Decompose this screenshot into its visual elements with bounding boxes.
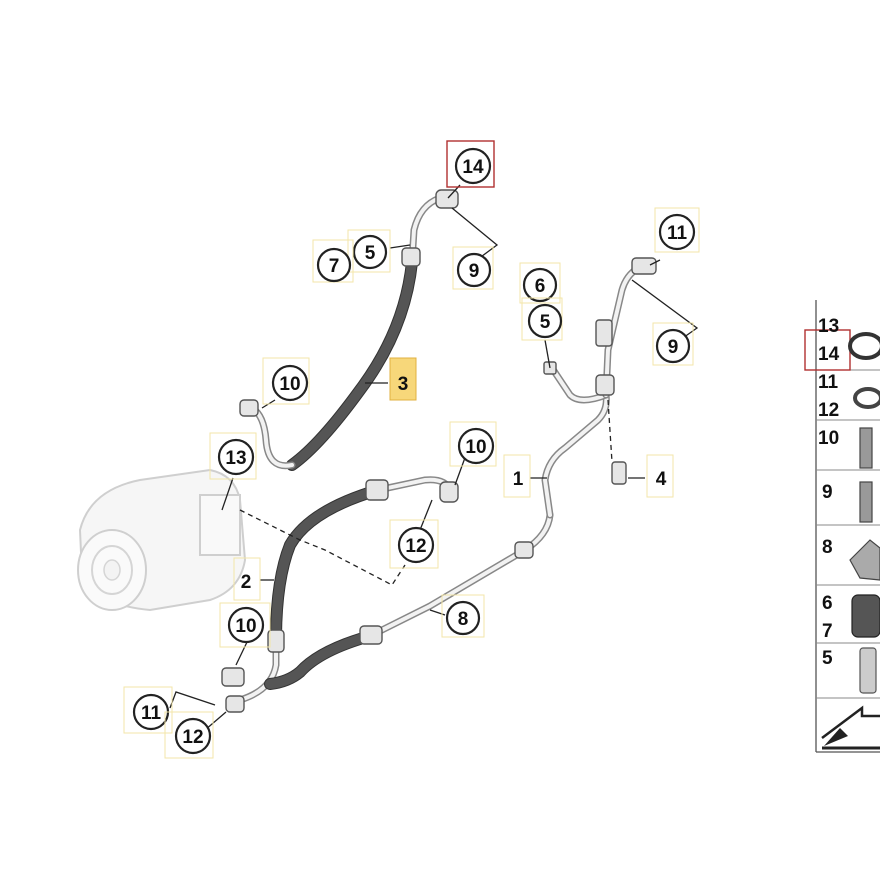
svg-text:5: 5 (365, 243, 376, 264)
callout-12-lower[interactable]: 12 (164, 711, 214, 759)
callout-5-top[interactable]: 5 (347, 229, 391, 273)
callout-9-top[interactable]: 9 (452, 246, 494, 290)
side-label-12: 12 (818, 400, 839, 421)
svg-text:3: 3 (398, 374, 409, 395)
svg-text:2: 2 (241, 572, 252, 593)
svg-text:6: 6 (535, 276, 546, 297)
valve-core-icon (859, 647, 877, 694)
callout-4[interactable]: 4 (646, 454, 674, 498)
side-label-5: 5 (822, 648, 833, 669)
side-label-10: 10 (818, 428, 839, 449)
callout-11-lower[interactable]: 11 (123, 686, 173, 734)
callout-6[interactable]: 6 (519, 262, 561, 304)
svg-text:10: 10 (465, 437, 486, 458)
callout-8[interactable]: 8 (441, 594, 485, 638)
callout-1[interactable]: 1 (503, 454, 531, 498)
callout-10-upper[interactable]: 10 (262, 357, 310, 405)
callout-11-right[interactable]: 11 (654, 207, 700, 253)
hose-2 (236, 476, 454, 704)
washer-icon (853, 387, 880, 409)
callout-10-lower[interactable]: 10 (219, 602, 271, 648)
svg-text:8: 8 (458, 609, 469, 630)
side-label-13: 13 (818, 316, 839, 337)
direction-arrow-icon (821, 705, 880, 750)
svg-text:14: 14 (462, 157, 484, 178)
side-label-14: 14 (818, 344, 840, 365)
side-label-8: 8 (822, 537, 833, 558)
callout-3[interactable]: 3 (389, 357, 417, 401)
svg-text:4: 4 (656, 469, 667, 490)
callout-10-mid[interactable]: 10 (449, 421, 497, 467)
callout-13[interactable]: 13 (209, 432, 257, 480)
svg-text:11: 11 (667, 223, 688, 244)
callout-5-mid[interactable]: 5 (521, 297, 563, 341)
callout-9-right[interactable]: 9 (652, 322, 694, 366)
svg-text:1: 1 (513, 469, 524, 490)
callout-12-mid[interactable]: 12 (389, 519, 439, 569)
lower-fittings (221, 481, 459, 713)
side-parts-index: 13 14 11 12 10 9 8 6 7 5 (804, 300, 880, 753)
valve-cap-icon (851, 594, 880, 638)
callout-7[interactable]: 7 (312, 239, 354, 283)
svg-text:9: 9 (469, 261, 480, 282)
side-label-7: 7 (822, 621, 833, 642)
pipe-1 (541, 257, 657, 519)
ac-compressor (77, 468, 247, 612)
clip-icon (849, 539, 880, 581)
svg-text:10: 10 (279, 374, 300, 395)
svg-text:11: 11 (141, 703, 162, 724)
side-label-9: 9 (822, 482, 833, 503)
bolt-icon-2 (859, 481, 873, 523)
o-ring-icon (848, 332, 880, 360)
svg-text:12: 12 (405, 536, 426, 557)
svg-text:7: 7 (329, 256, 340, 277)
svg-text:13: 13 (225, 448, 246, 469)
svg-text:12: 12 (182, 727, 203, 748)
callouts: 14 5 7 9 11 6 5 (123, 140, 700, 759)
hose-3 (239, 189, 459, 471)
bolt-icon (859, 427, 873, 469)
side-label-6: 6 (822, 593, 833, 614)
side-label-11: 11 (818, 372, 839, 393)
svg-text:5: 5 (540, 312, 551, 333)
svg-text:9: 9 (668, 337, 679, 358)
callout-14-top[interactable]: 14 (446, 140, 495, 188)
hose-8 (264, 511, 554, 690)
callout-2[interactable]: 2 (233, 557, 261, 601)
svg-text:10: 10 (235, 616, 256, 637)
